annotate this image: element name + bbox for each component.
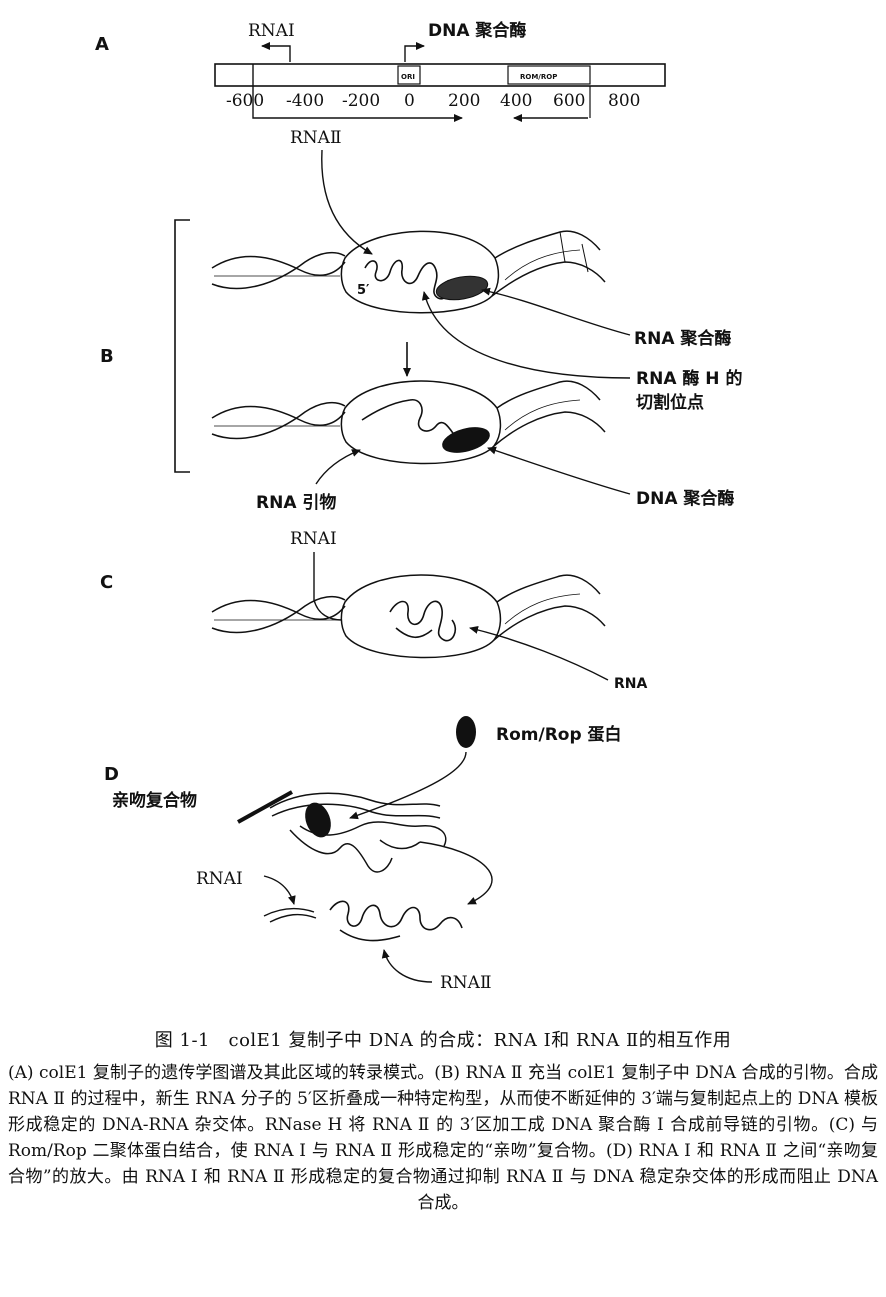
rnai-pointer-c: [313, 552, 343, 621]
rnai-pointer-d: [263, 875, 296, 905]
rnai-stem: [263, 907, 317, 923]
tick-label: -600: [226, 91, 264, 111]
panel-d: D Rom/Rop 蛋白 亲吻复合物 RNAⅠ RNAⅡ: [104, 716, 622, 993]
rna-primer-strand: [361, 398, 459, 441]
dna-polymerase-shape: [442, 427, 490, 453]
figure-illustration: A ORI ROM/ROP RNAⅠ DNA 聚合酶 -600 -400 -20…: [95, 20, 742, 993]
panel-b-bracket: [174, 219, 190, 473]
caption-title: 图 1-1 colE1 复制子中 DNA 的合成：RNA Ⅰ和 RNA Ⅱ的相互…: [154, 1030, 732, 1051]
rom-rop-box: [507, 65, 591, 85]
rnase-h-label-line1: RNA 酶 H 的: [636, 368, 742, 389]
figure-caption: 图 1-1 colE1 复制子中 DNA 的合成：RNA Ⅰ和 RNA Ⅱ的相互…: [8, 1028, 878, 1216]
rnai-label-d: RNAⅠ: [196, 869, 243, 889]
genetic-map-bar: [214, 63, 666, 87]
tick-label: 0: [404, 91, 415, 111]
ori-box: [397, 65, 421, 85]
rna-pointer-c: [469, 625, 609, 681]
rom-rop-label: ROM/ROP: [520, 73, 557, 81]
rna-polymerase-shape: [435, 275, 489, 301]
ori-label: ORI: [401, 73, 415, 81]
panel-a-letter: A: [95, 34, 109, 55]
tick-label: 200: [448, 91, 480, 111]
dna-helix-lower: [211, 380, 606, 465]
rnai-label-c: RNAⅠ: [290, 529, 337, 549]
rnai-label-a: RNAⅠ: [248, 21, 295, 41]
tick-label: 400: [500, 91, 532, 111]
rnaii-label-a: RNAⅡ: [290, 128, 342, 148]
dna-polymerase-label-a: DNA 聚合酶: [428, 20, 526, 41]
rom-rop-protein-shape: [456, 716, 476, 748]
rnaii-label-d: RNAⅡ: [440, 973, 492, 993]
dna-helix-upper: [211, 230, 606, 314]
rnaii-pointer-line: [321, 149, 373, 255]
rna-polymerase-label: RNA 聚合酶: [634, 328, 731, 349]
rnase-h-pointer: [421, 291, 631, 379]
zoom-arrow: [419, 841, 493, 905]
panel-a: A ORI ROM/ROP RNAⅠ DNA 聚合酶 -600 -400 -20…: [95, 20, 666, 255]
rnaii-fold-squiggle: [329, 900, 463, 942]
position-ticks: -600 -400 -200 0 200 400 600 800: [226, 91, 640, 111]
rnaii-pointer-d: [381, 949, 433, 983]
kissing-rna-squiggle: [389, 600, 457, 642]
dna-polymerase-pointer: [487, 446, 631, 495]
tick-label: 600: [553, 91, 585, 111]
panel-b: B 5′ RNA 聚合酶 RNA 酶 H 的 切割位点: [100, 219, 742, 513]
tick-label: 800: [608, 91, 640, 111]
rom-rop-protein-label: Rom/Rop 蛋白: [496, 724, 622, 745]
caption-body: (A) colE1 复制子的遗传学图谱及其此区域的转录模式。(B) RNA Ⅱ …: [8, 1063, 878, 1213]
rnai-transcript-arrow: [261, 42, 291, 62]
transcription-start-arrow: [404, 42, 425, 62]
rom-rop-pointer: [349, 751, 467, 820]
panel-c-letter: C: [100, 572, 113, 593]
rnase-h-label-line2: 切割位点: [636, 392, 704, 413]
rnaii-thick-strand: [237, 790, 293, 824]
rna-primer-label: RNA 引物: [256, 492, 336, 513]
panel-b-letter: B: [100, 346, 114, 367]
panel-d-letter: D: [104, 764, 119, 785]
rna-polymerase-pointer: [481, 287, 631, 336]
kissing-complex-loops: [269, 792, 447, 873]
rna-fold-squiggle: [364, 259, 451, 300]
rnaii-transcript-arrow: [252, 86, 463, 122]
dna-polymerase-label-b: DNA 聚合酶: [636, 488, 734, 509]
tick-label: -400: [286, 91, 324, 111]
dna-helix-c: [211, 574, 606, 659]
rna-label-c: RNA: [614, 676, 647, 692]
rom-rop-bound-shape: [305, 802, 331, 838]
tick-label: -200: [342, 91, 380, 111]
rna-primer-pointer: [315, 449, 361, 485]
five-prime-label: 5′: [357, 283, 370, 298]
panel-c: C RNAⅠ RNA: [100, 529, 647, 692]
kissing-complex-label: 亲吻复合物: [112, 790, 197, 811]
